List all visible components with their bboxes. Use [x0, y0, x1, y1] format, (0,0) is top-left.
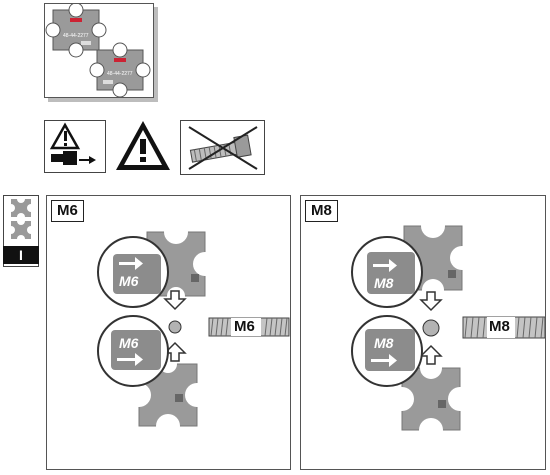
lower-die: [390, 357, 472, 442]
no-threaded-rod-icon: [180, 120, 265, 175]
die-label-bottom: M6: [119, 335, 139, 351]
m6-die-illustration: [97, 220, 290, 438]
rod-label: M6: [234, 318, 255, 335]
die-bottom-code: 48-44-2277: [107, 71, 133, 77]
die-pair-icon: [7, 195, 35, 243]
die-label-bottom: M8: [374, 335, 394, 351]
arrow-down-icon: [419, 291, 443, 312]
panel-m6: M6: [46, 195, 291, 470]
die-label-top: M6: [119, 273, 139, 289]
threaded-rod: [208, 317, 290, 337]
dies-illustration: 48-44-2277 48-44-2277: [45, 2, 151, 98]
die-top-code: 48-44-2277: [63, 33, 89, 39]
arrow-up-icon: [163, 341, 187, 362]
die-top: 48-44-2277: [45, 2, 107, 58]
hole-marker: [422, 319, 440, 337]
hole-marker: [168, 320, 182, 334]
die-bottom: 48-44-2277: [89, 42, 151, 98]
step-numeral: I: [3, 246, 39, 264]
arrow-up-icon: [419, 344, 443, 365]
rod-label: M8: [489, 318, 510, 335]
m8-die-illustration: [351, 214, 545, 442]
panel-m8: M8: [300, 195, 546, 470]
panel-title: M8: [305, 200, 338, 222]
magnifier-lens-bottom: [97, 315, 169, 387]
arrow-down-icon: [163, 290, 187, 311]
magnifier-lens-bottom: [351, 315, 423, 387]
die-label-top: M8: [374, 275, 394, 291]
magnifier-lens-top: [351, 236, 423, 308]
lower-die: [127, 355, 209, 438]
panel-title: M6: [51, 200, 84, 222]
slippery-lubricant-icon: [44, 120, 106, 173]
overview-dies-box: 48-44-2277 48-44-2277: [44, 2, 154, 98]
caution-icon: [113, 118, 173, 174]
threaded-rod: [462, 316, 545, 339]
magnifier-lens-top: [97, 236, 169, 308]
